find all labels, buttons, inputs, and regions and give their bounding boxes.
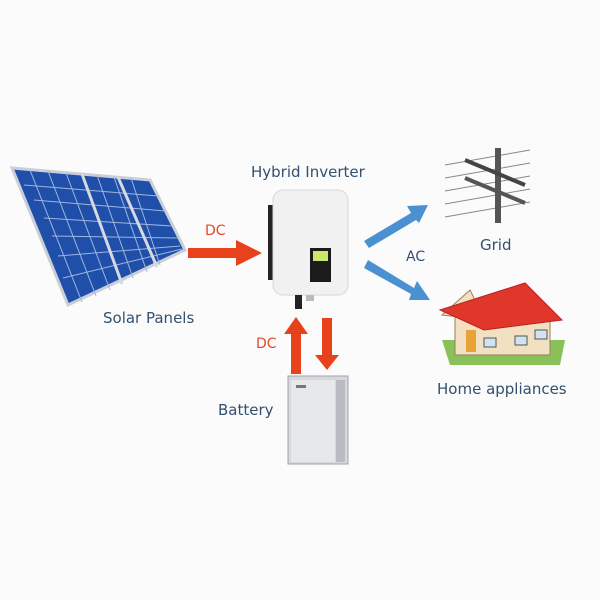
solar-panels-label: Solar Panels (103, 309, 195, 327)
grid-label: Grid (480, 236, 512, 254)
ac-label: AC (406, 249, 426, 265)
dc-arrow-inverter-to-battery (315, 318, 339, 370)
dc-label-panels: DC (205, 223, 226, 239)
hybrid-inverter-label: Hybrid Inverter (251, 163, 365, 181)
dc-arrow-panels-to-inverter (188, 240, 262, 266)
hybrid-inverter-image (268, 189, 349, 309)
ac-arrow-to-grid (364, 205, 428, 248)
home-appliances-label: Home appliances (437, 380, 567, 398)
grid-pole-image (444, 148, 531, 223)
battery-label: Battery (218, 401, 274, 419)
dc-arrow-battery-to-inverter (284, 317, 308, 374)
dc-label-battery: DC (256, 336, 277, 352)
battery-image (287, 375, 349, 465)
solar-panels-image (9, 166, 188, 308)
ac-arrow-to-home (364, 260, 430, 300)
house-image (438, 282, 565, 365)
